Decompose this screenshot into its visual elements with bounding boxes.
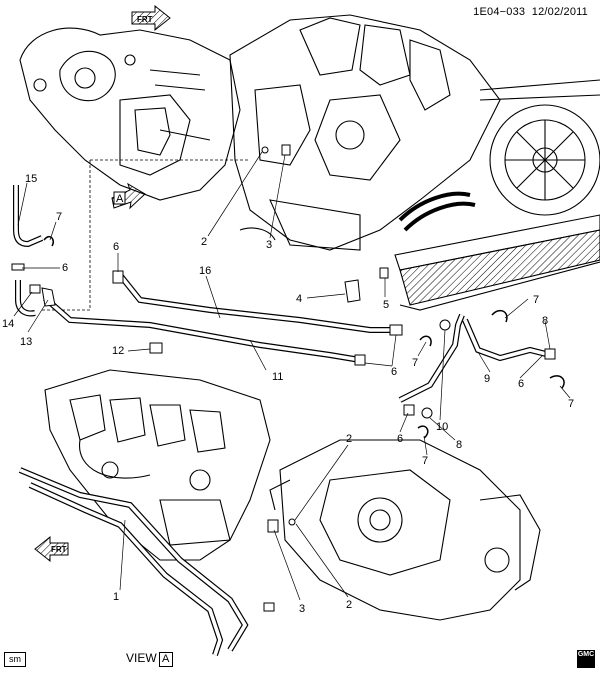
bolt-5 [379,267,389,279]
connector-13 [41,287,56,307]
view-label: VIEW [126,651,157,665]
callout-2-top: 2 [201,236,207,248]
callout-3-top: 3 [266,239,272,251]
callout-16: 16 [199,265,211,277]
callout-7-left: 7 [56,211,62,223]
fitting-14 [29,284,41,294]
fitting-6-lower [354,354,366,366]
callout-1: 1 [113,591,119,603]
callout-4: 4 [296,293,302,305]
callout-7-bottom: 7 [422,455,428,467]
callout-8-right: 8 [542,315,548,327]
callout-13: 13 [20,336,32,348]
fitting-8-bottom [421,407,433,419]
clip-7-right [491,309,508,323]
front-arrow-bottom: FRT [34,535,69,563]
clamp-12 [149,342,163,354]
callout-7-mid: 7 [412,357,418,369]
clip-7-far [549,375,565,389]
brand-logo: GMC [577,650,595,668]
cooler-lines-upper [13,185,551,403]
callout-7-far: 7 [568,398,574,410]
washer-2-bottom [288,518,296,526]
fittings-lower [263,518,296,612]
lower-assembly-view-a [44,369,541,621]
view-a-boundary [40,160,91,311]
diagram-code: 1E04−033 [473,6,526,18]
callout-numbers: 15 7 6 14 13 6 16 12 11 2 3 4 5 6 7 7 8 … [2,173,574,615]
callout-12: 12 [112,345,124,357]
fitting-8-top [439,319,451,331]
diagram-header: 1E04−033 12/02/2011 [473,6,588,18]
callout-3-bottom: 3 [299,603,305,615]
view-a-letter-arrow: A [116,193,124,205]
fitting-6-left [11,263,25,271]
view-letter-box: A [158,652,173,667]
callout-2-bottom: 2 [346,433,352,445]
callout-8-bottom: 8 [456,439,462,451]
fittings-upper [11,144,565,439]
fitting-6-top [112,270,124,284]
fitting-3-top [281,144,291,156]
fitting-6-bottom [403,404,415,416]
view-a-arrow: A [111,182,146,210]
bracket-4 [344,279,361,303]
callout-14: 14 [2,318,14,330]
frt-label-bottom: FRT [51,545,67,554]
sm-tag: sm [4,652,26,667]
callout-6-left: 6 [62,262,68,274]
callout-6-top: 6 [113,241,119,253]
bracket-lower [263,602,275,612]
callout-6-bottom: 6 [397,433,403,445]
callout-5: 5 [383,299,389,311]
frt-label-top: FRT [137,15,153,24]
washer-2-top [261,146,269,154]
callout-2-lower-bottom: 2 [346,599,352,611]
clip-7-mid [419,335,432,347]
callout-9: 9 [484,373,490,385]
cooler-line-1 [18,467,249,656]
clip-7-left [43,235,55,247]
leader-lines [13,151,571,601]
callout-11: 11 [272,371,283,383]
callout-6-right: 6 [518,378,524,390]
diagram-date: 12/02/2011 [531,6,588,18]
front-arrow-top: FRT [131,4,171,32]
fitting-3-bottom [267,519,279,533]
callout-7-right: 7 [533,294,539,306]
callout-15: 15 [25,173,37,185]
upper-engine-assembly [19,14,600,311]
fitting-6-mid [389,324,403,336]
callout-6-mid: 6 [391,366,397,378]
fitting-8-right [544,348,556,360]
clip-7-bottom [417,425,429,439]
callout-10: 10 [436,421,448,433]
